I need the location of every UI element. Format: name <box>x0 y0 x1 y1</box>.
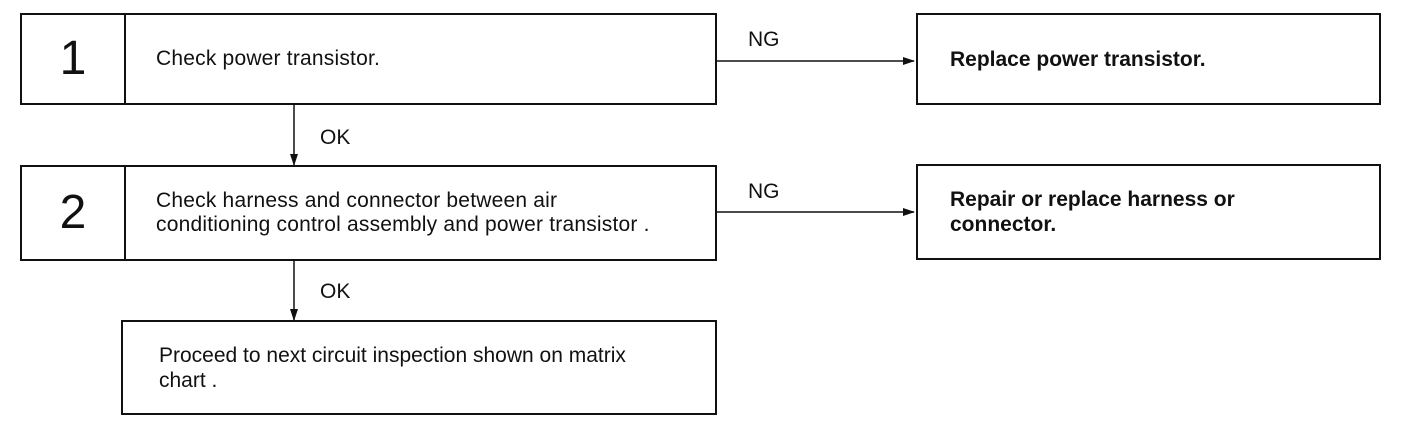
final-text: Proceed to next circuit inspection shown… <box>159 343 626 392</box>
step-1-ng-label: NG <box>748 28 780 51</box>
step-1-ng-result-box: Replace power transistor. <box>916 13 1381 105</box>
step-1-box: 1 Check power transistor. <box>20 13 717 105</box>
step-1-text: Check power transistor. <box>156 47 381 70</box>
final-box: Proceed to next circuit inspection shown… <box>121 320 717 415</box>
step-2-text: Check harness and connector between air … <box>156 189 650 236</box>
step-2-ng-result-text: Repair or replace harness or connector. <box>950 188 1235 236</box>
step-1-ng-result-text: Replace power transistor. <box>950 47 1206 71</box>
step-2-number: 2 <box>22 167 126 259</box>
step-2-ok-label: OK <box>320 280 351 303</box>
step-1-number: 1 <box>22 15 126 103</box>
step-1-ok-label: OK <box>320 126 351 149</box>
step-2-ng-result-box: Repair or replace harness or connector. <box>916 164 1381 260</box>
step-2-ng-label: NG <box>748 180 780 203</box>
step-2-box: 2 Check harness and connector between ai… <box>20 165 717 261</box>
